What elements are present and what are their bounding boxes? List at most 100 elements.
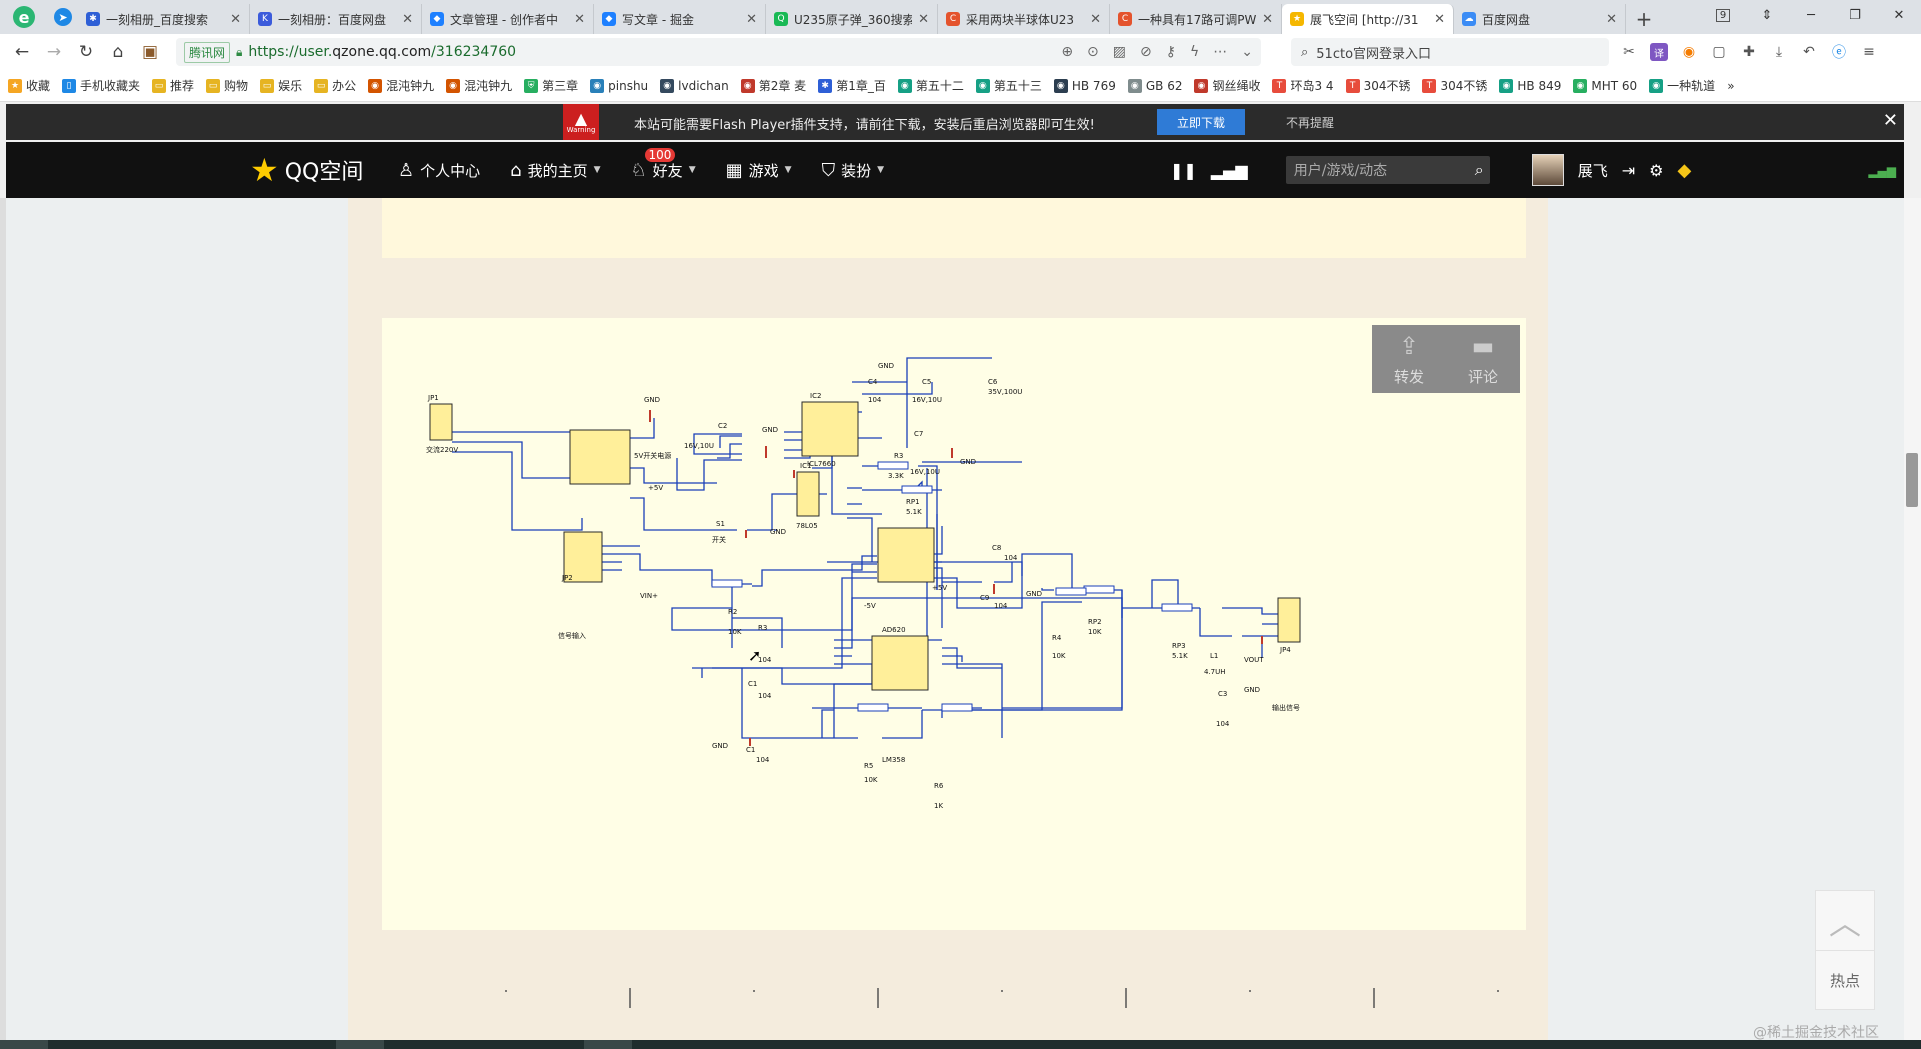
bookmark-item[interactable]: ◉MHT 60 bbox=[1573, 78, 1637, 93]
bookmark-item[interactable]: ▭办公 bbox=[314, 77, 356, 94]
tab-8[interactable]: ★展飞空间 [http://31✕ bbox=[1282, 4, 1454, 34]
bookmark-item[interactable]: ▭推荐 bbox=[152, 77, 194, 94]
dont-remind-link[interactable]: 不再提醒 bbox=[1286, 116, 1335, 130]
ie-icon[interactable]: ⓔ bbox=[1832, 45, 1846, 61]
close-tab-icon[interactable]: ✕ bbox=[1606, 11, 1617, 27]
lightning-icon[interactable]: ϟ bbox=[1190, 44, 1200, 60]
tab-4[interactable]: ◆写文章 - 掘金✕ bbox=[594, 4, 766, 34]
browser-logo-icon[interactable]: e bbox=[0, 0, 48, 34]
bookmark-item[interactable]: ◉混沌钟九 bbox=[368, 77, 434, 94]
more-icon[interactable]: ⋯ bbox=[1213, 44, 1228, 60]
new-tab-button[interactable]: + bbox=[1635, 7, 1653, 31]
bookmark-item[interactable]: ◉第2章 麦 bbox=[740, 77, 806, 94]
user-name[interactable]: 展飞 bbox=[1577, 161, 1608, 180]
bookmark-item[interactable]: ◉第五十三 bbox=[975, 77, 1042, 94]
game-icon[interactable]: ◉ bbox=[1682, 44, 1696, 60]
close-tab-icon[interactable]: ✕ bbox=[230, 11, 241, 27]
back-button[interactable]: ← bbox=[14, 42, 30, 62]
bookmark-item[interactable]: ▭娱乐 bbox=[260, 77, 302, 94]
bookmark-item[interactable]: ◉一种轨道 bbox=[1649, 77, 1715, 94]
qzone-logo[interactable]: ★ QQ空间 bbox=[250, 154, 363, 186]
bookmark-item[interactable]: ◉HB 849 bbox=[1499, 78, 1561, 93]
pause-icon[interactable]: ❚❚ bbox=[1170, 160, 1197, 180]
tab-9[interactable]: ☁百度网盘✕ bbox=[1454, 4, 1626, 34]
bookmark-item[interactable]: ◉lvdichan bbox=[660, 78, 729, 93]
bookmark-item[interactable]: ▭购物 bbox=[206, 77, 248, 94]
cut-icon[interactable]: ✂ bbox=[1623, 44, 1635, 60]
close-tab-icon[interactable]: ✕ bbox=[1434, 11, 1445, 27]
window-icon[interactable]: ▢ bbox=[1712, 44, 1726, 60]
home-button[interactable]: ⌂ bbox=[112, 42, 124, 62]
back-to-top-button[interactable]: ︿ bbox=[1816, 891, 1874, 951]
page-scrollbar[interactable] bbox=[1904, 198, 1921, 1040]
translate-icon[interactable]: 译 bbox=[1650, 43, 1668, 61]
download-now-button[interactable]: 立即下载 bbox=[1157, 109, 1245, 135]
bookmark-item[interactable]: ◉钢丝绳收 bbox=[1194, 77, 1260, 94]
menu-icon[interactable]: ≡ bbox=[1863, 44, 1875, 60]
maximize-button[interactable]: ❐ bbox=[1849, 7, 1861, 23]
forward-button[interactable]: → bbox=[46, 42, 62, 62]
comment-button[interactable]: ▬评论 bbox=[1467, 331, 1498, 386]
qzone-menu-item[interactable]: ⛉装扮▼ bbox=[822, 160, 884, 181]
forward-button[interactable]: ⇪转发 bbox=[1393, 331, 1424, 386]
close-icon[interactable]: ✕ bbox=[1882, 110, 1898, 131]
screenshot-icon[interactable]: ▨ bbox=[1112, 44, 1127, 60]
avatar[interactable] bbox=[1531, 154, 1564, 186]
taskbar-item[interactable] bbox=[336, 1040, 384, 1049]
close-window-button[interactable]: ✕ bbox=[1893, 7, 1905, 23]
gear-icon[interactable]: ⚙ bbox=[1649, 160, 1664, 180]
search-icon[interactable]: ⌕ bbox=[1474, 160, 1484, 179]
bookmarks-more-icon[interactable]: » bbox=[1727, 78, 1735, 93]
site-identity-badge[interactable]: 腾讯网 bbox=[184, 41, 231, 63]
zoom-icon[interactable]: ⊙ bbox=[1087, 44, 1099, 60]
diamond-icon[interactable]: ◆ bbox=[1677, 159, 1692, 181]
bookmark-item[interactable]: ◉混沌钟九 bbox=[446, 77, 512, 94]
tab-1[interactable]: ✱一刻相册_百度搜索✕ bbox=[78, 4, 250, 34]
bookmark-item[interactable]: ◉HB 769 bbox=[1053, 78, 1116, 93]
chevron-down-icon[interactable]: ⌄ bbox=[1241, 44, 1253, 60]
qzone-search-input[interactable]: 用户/游戏/动态 ⌕ bbox=[1285, 156, 1490, 184]
close-tab-icon[interactable]: ✕ bbox=[918, 11, 929, 27]
download-icon[interactable]: ⤓ bbox=[1775, 44, 1783, 60]
extension-briefcase-icon[interactable]: ▣ bbox=[141, 42, 159, 62]
qzone-menu-item[interactable]: ♙个人中心 bbox=[398, 160, 480, 181]
puzzle-icon[interactable]: ✚ bbox=[1743, 44, 1755, 60]
close-tab-icon[interactable]: ✕ bbox=[574, 11, 585, 27]
bookmark-item[interactable]: ✱第1章_百 bbox=[818, 77, 886, 94]
skin-icon[interactable]: ⇕ bbox=[1761, 7, 1773, 23]
target-icon[interactable]: ⊕ bbox=[1061, 44, 1074, 60]
undo-icon[interactable]: ↶ bbox=[1803, 44, 1815, 60]
reload-button[interactable]: ↻ bbox=[78, 42, 94, 62]
close-tab-icon[interactable]: ✕ bbox=[402, 11, 413, 27]
close-tab-icon[interactable]: ✕ bbox=[746, 11, 757, 27]
search-input[interactable]: ⌕ 51cto官网登录入口 bbox=[1291, 38, 1609, 66]
hot-button[interactable]: 热点 bbox=[1829, 971, 1860, 990]
bookmark-item[interactable]: ⛨第三章 bbox=[524, 77, 578, 94]
url-field[interactable]: 腾讯网 🔒︎ https://user.qzone.qq.com/3162347… bbox=[176, 38, 1261, 66]
bookmark-item[interactable]: ◉第五十二 bbox=[897, 77, 964, 94]
qzone-menu-item[interactable]: ⌂我的主页▼ bbox=[510, 160, 600, 181]
bookmark-item[interactable]: ★收藏 bbox=[8, 77, 50, 94]
tab-count-icon[interactable]: 9 bbox=[1701, 0, 1745, 30]
logout-icon[interactable]: ⇥ bbox=[1621, 160, 1636, 180]
taskbar-start[interactable] bbox=[0, 1040, 48, 1049]
bookmark-item[interactable]: ◉GB 62 bbox=[1127, 78, 1182, 93]
bars-icon[interactable]: ▂▄▆ bbox=[1210, 160, 1248, 180]
close-tab-icon[interactable]: ✕ bbox=[1262, 11, 1273, 27]
close-tab-icon[interactable]: ✕ bbox=[1090, 11, 1101, 27]
qzone-menu-item[interactable]: ▦游戏▼ bbox=[726, 160, 792, 181]
bookmark-item[interactable]: ◉pinshu bbox=[590, 78, 648, 93]
tab-3[interactable]: ◆文章管理 - 创作者中✕ bbox=[422, 4, 594, 34]
scrollbar-thumb[interactable] bbox=[1906, 453, 1918, 507]
telegram-icon[interactable]: ➤ bbox=[48, 0, 78, 34]
compat-mode-icon[interactable]: ⊘ bbox=[1140, 44, 1152, 60]
minimize-button[interactable]: ─ bbox=[1807, 7, 1815, 23]
bookmark-item[interactable]: ▯手机收藏夹 bbox=[62, 77, 140, 94]
